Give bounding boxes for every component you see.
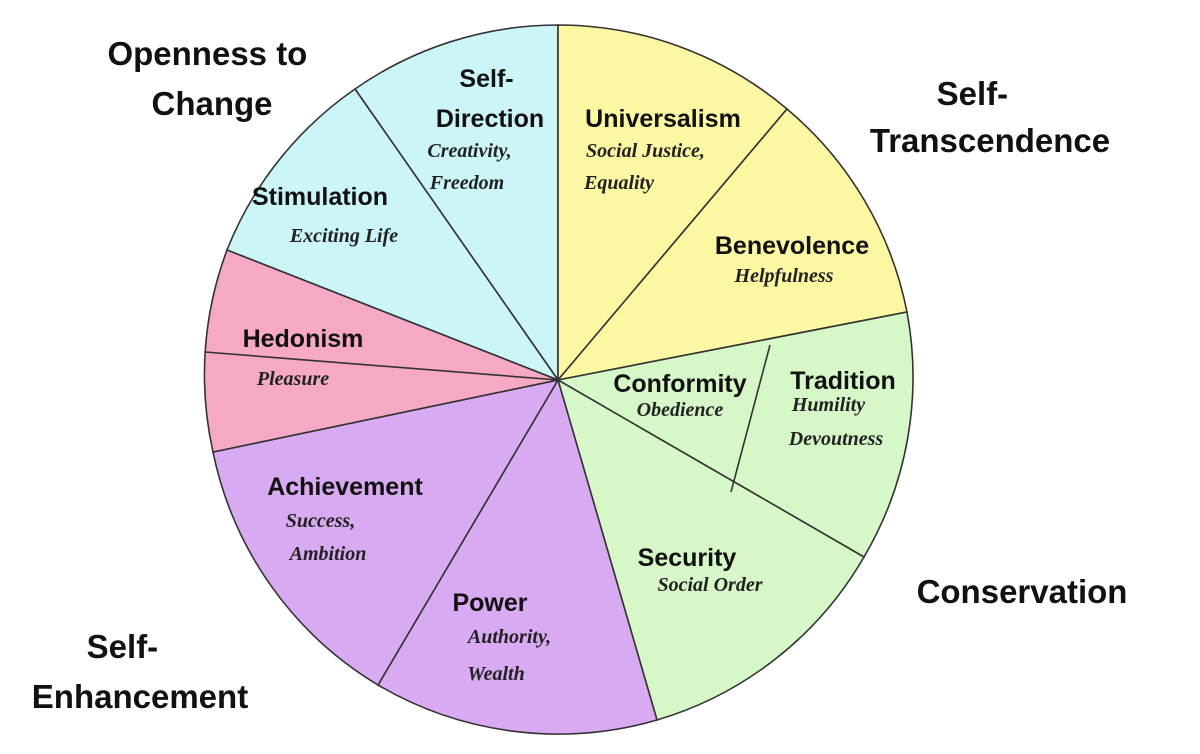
wedge-stimulation xyxy=(225,87,561,382)
value-title-tradition: Tradition xyxy=(790,367,896,395)
value-title-hedonism: Hedonism xyxy=(243,325,364,353)
value-title-conformity: Conformity xyxy=(613,370,746,398)
value-desc-achievement: Success, Ambition xyxy=(286,510,367,565)
wedge-power xyxy=(376,378,658,735)
value-desc-security: Social Order xyxy=(658,574,763,596)
value-desc-self-direction: Creativity, Freedom xyxy=(427,140,516,194)
tradition-conformity-divider xyxy=(730,344,771,493)
wedge-achievement xyxy=(212,378,560,687)
group-label-conservation: Conservation xyxy=(917,573,1128,610)
value-title-power: Power xyxy=(452,589,527,617)
value-desc-benevolence: Helpfulness xyxy=(734,265,834,287)
value-desc-tradition: Humility Devoutness xyxy=(788,394,884,450)
value-title-achievement: Achievement xyxy=(267,473,423,501)
wedge-hedonism xyxy=(203,248,561,453)
wedge-benevolence xyxy=(555,107,908,382)
wedge-security xyxy=(556,378,866,721)
wedge-tradition-conformity xyxy=(555,311,914,559)
value-title-stimulation: Stimulation xyxy=(252,183,388,211)
value-title-self-direction: Self- Direction xyxy=(436,65,544,133)
value-desc-stimulation: Exciting Life xyxy=(289,225,398,247)
value-title-benevolence: Benevolence xyxy=(715,232,869,260)
group-label-openness: Openness to Change xyxy=(107,35,316,122)
value-desc-conformity: Obedience xyxy=(637,399,724,421)
wedge-universalism xyxy=(557,24,789,383)
value-title-universalism: Universalism xyxy=(585,105,741,133)
value-desc-universalism: Social Justice, Equality xyxy=(583,140,710,194)
value-desc-hedonism: Pleasure xyxy=(256,368,329,390)
wedge-self-direction xyxy=(353,24,559,383)
value-desc-power: Authority, Wealth xyxy=(466,626,556,685)
hedonism-divider xyxy=(204,351,559,381)
group-label-enhancement: Self- Enhancement xyxy=(32,628,248,715)
group-label-transcendence: Self- Transcendence xyxy=(870,75,1110,159)
value-title-security: Security xyxy=(638,544,737,572)
